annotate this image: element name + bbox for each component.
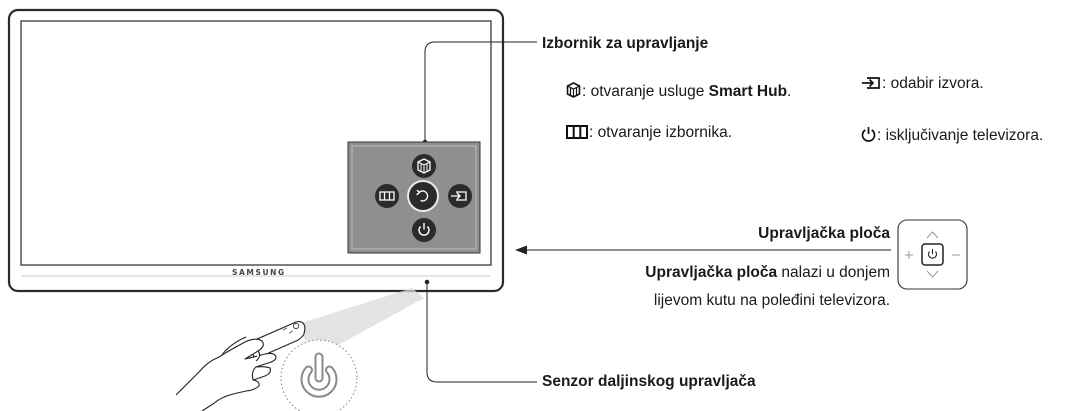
menu-callout-line: [424, 41, 537, 142]
menu-button: [375, 184, 399, 208]
sensor-callout-line: [426, 282, 537, 383]
control-panel-desc-line1: Upravljačka ploča nalazi u donjem: [645, 264, 890, 281]
hand-with-remote: [175, 321, 306, 411]
smart-hub-icon: [566, 82, 581, 103]
tv-brand-logo: SAMSUNG: [232, 268, 286, 277]
sensor-label: Senzor daljinskog upravljača: [542, 373, 756, 390]
legend-power: : isključivanje televizora.: [861, 126, 1043, 147]
ir-beam: [292, 288, 424, 355]
smart-hub-button: [412, 154, 436, 178]
legend-smart-hub: : otvaranje usluge Smart Hub.: [566, 82, 791, 103]
big-power-icon: [300, 352, 338, 398]
control-panel-graphic: [897, 219, 968, 290]
control-panel-desc-line2: lijevom kutu na poleđini televizora.: [653, 292, 890, 309]
control-menu-title: Izbornik za upravljanje: [542, 35, 709, 52]
control-panel-arrow: [515, 245, 891, 255]
power-icon: [861, 126, 876, 147]
source-icon: [861, 76, 881, 95]
power-button: [412, 218, 436, 242]
menu-icon: [566, 125, 588, 144]
legend-source: : odabir izvora.: [861, 75, 984, 95]
return-button: [407, 180, 439, 212]
control-panel-title: Upravljačka ploča: [758, 225, 890, 242]
source-button: [448, 184, 472, 208]
smart-hub-emphasis: Smart Hub: [708, 83, 788, 100]
legend-menu: : otvaranje izbornika.: [566, 124, 732, 144]
